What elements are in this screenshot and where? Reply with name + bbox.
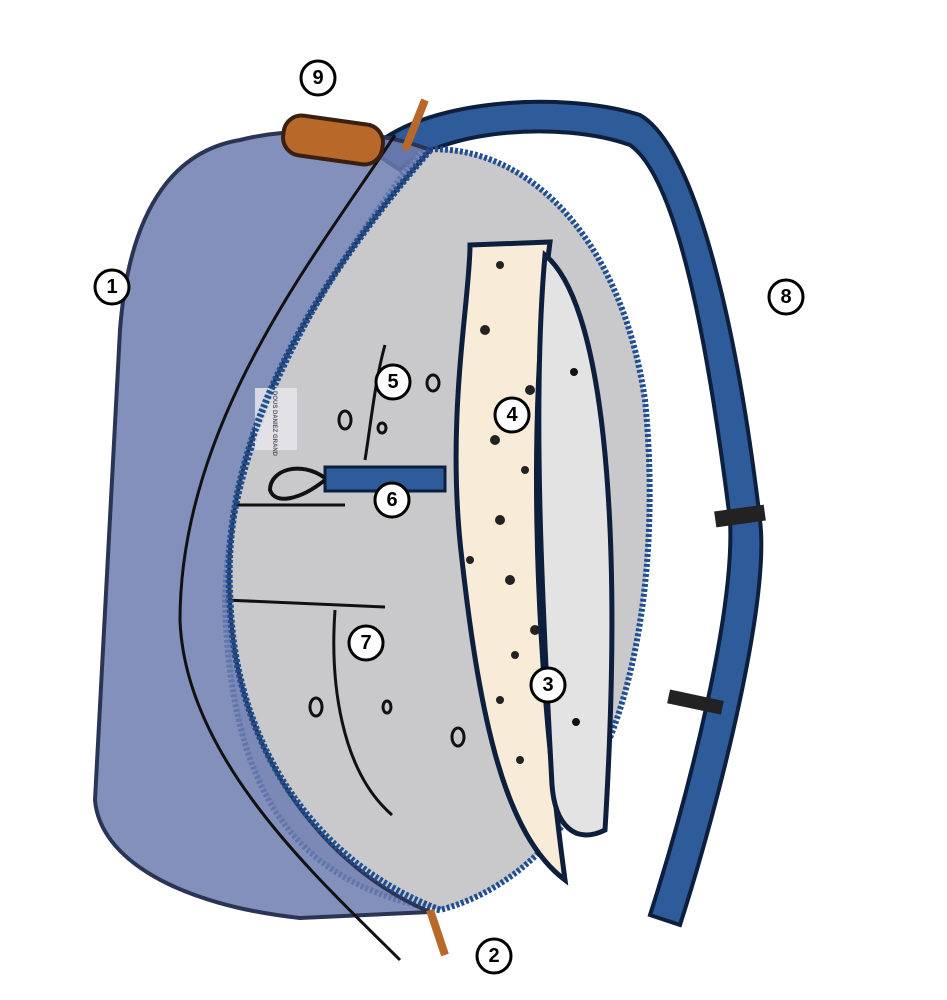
lining-pattern: [466, 261, 540, 764]
callout-3: 3: [529, 666, 567, 704]
callout-8: 8: [767, 278, 805, 316]
key-clip: [267, 466, 327, 501]
panel-dots: [308, 373, 466, 748]
zipper: [225, 147, 442, 914]
callout-2: 2: [475, 937, 513, 975]
svg-text:9: 9: [312, 67, 323, 89]
svg-text:4: 4: [506, 404, 518, 426]
rivet: [570, 368, 578, 376]
svg-text:6: 6: [386, 489, 397, 511]
zipper-cord: [178, 134, 402, 962]
rivet: [572, 718, 580, 726]
callout-9: 9: [299, 59, 337, 97]
svg-text:3: 3: [542, 674, 553, 696]
front-flap: [92, 129, 434, 921]
callout-1: 1: [93, 268, 131, 306]
svg-text:2: 2: [488, 945, 499, 967]
strap-buckle: [714, 504, 766, 528]
callout-6: 6: [373, 481, 411, 519]
shoulder-strap: [366, 99, 764, 928]
svg-text:1: 1: [106, 276, 117, 298]
svg-text:8: 8: [780, 286, 791, 308]
top-handle: [281, 113, 385, 167]
mesh-pocket-line: [224, 598, 393, 817]
callout-7: 7: [347, 624, 385, 662]
brand-tag-text: DOUS DANIEZ GRAND: [271, 391, 277, 457]
brand-tag: [255, 388, 297, 450]
callout-4: 4: [493, 396, 531, 434]
zipper-pull-top: [401, 98, 429, 152]
svg-text:5: 5: [387, 371, 398, 393]
callout-5: 5: [374, 363, 412, 401]
svg-text:7: 7: [360, 632, 371, 654]
zipper-pull-bottom: [426, 908, 449, 957]
strap-adjuster: [667, 689, 724, 715]
upper-pocket-line: [235, 344, 387, 507]
